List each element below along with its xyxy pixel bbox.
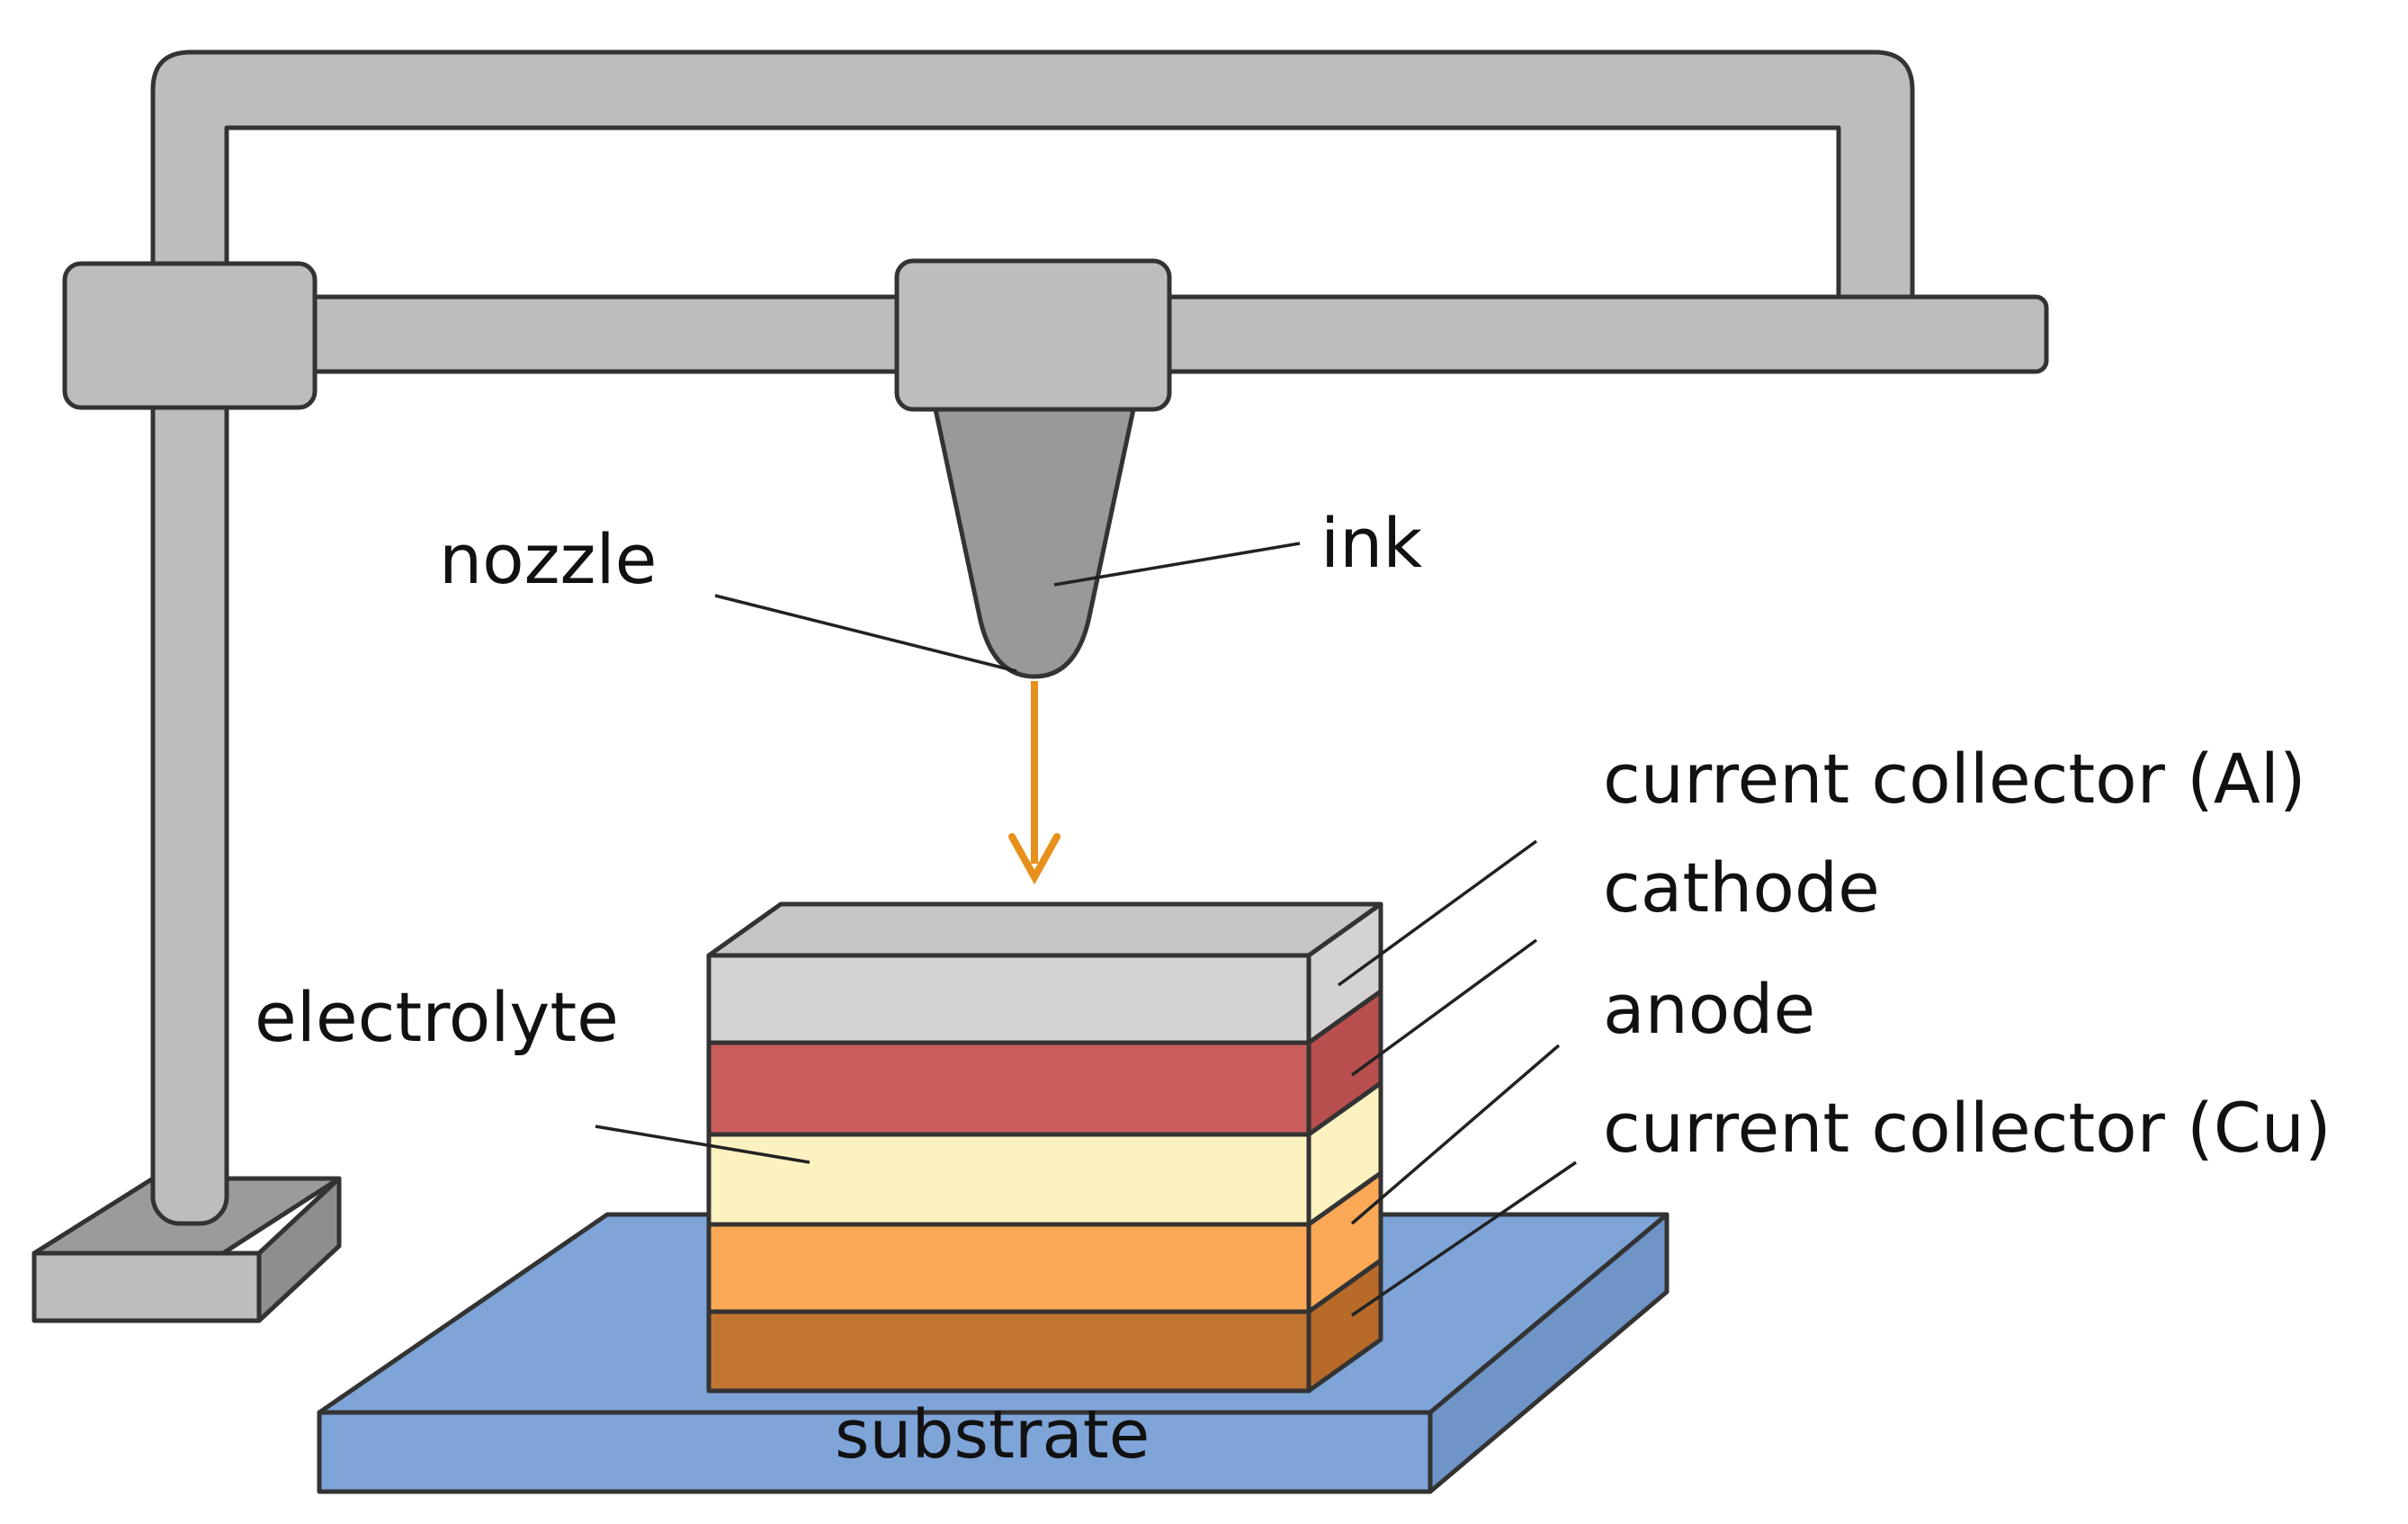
layer-electrolyte [706,1132,1311,1227]
label-electrolyte: electrolyte [255,977,619,1057]
base-front [31,1251,262,1323]
label-current-collector-al: current collector (Al) [1603,739,2306,819]
label-current-collector-cu: current collector (Cu) [1603,1088,2332,1168]
leader-current-collector-al [1337,839,1538,987]
layer-anode [706,1222,1311,1314]
layer-current-collector-al [706,953,1311,1045]
substrate-side [1428,1212,1669,1494]
leader-current-collector-cu [1351,1161,1577,1317]
label-anode: anode [1603,969,1815,1049]
label-nozzle: nozzle [439,519,657,599]
layer-current-collector-cu [706,1309,1311,1394]
leader-anode [1350,1044,1561,1225]
ink-flow-arrow [1008,681,1061,885]
print-head-carriage [894,258,1172,412]
leader-nozzle [714,594,1017,673]
stack-top [706,901,1383,958]
battery-stack [706,901,1383,1394]
layer-cathode [706,1040,1311,1137]
nozzle-body [933,407,1136,679]
substrate-front [317,1410,1433,1494]
leader-cathode [1350,938,1538,1077]
labels: nozzle ink electrolyte current collector… [255,503,2332,1474]
leader-electrolyte [595,1125,810,1164]
printer-frame [31,49,2049,1323]
label-cathode: cathode [1603,847,1880,928]
label-substrate: substrate [835,1396,1150,1474]
leader-ink [1053,542,1301,587]
leader-lines [595,542,1577,1317]
side-current-collector-cu [1306,1258,1383,1394]
base-side [256,1176,342,1323]
label-ink: ink [1320,503,1422,583]
left-clamp [62,261,318,410]
